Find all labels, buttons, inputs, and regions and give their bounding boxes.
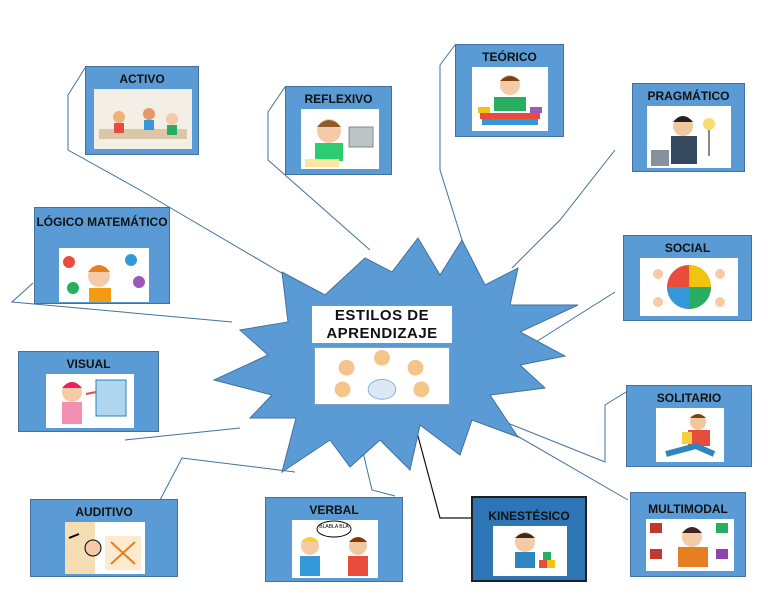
speech-bubble-text: BLABLA BLA — [319, 524, 349, 530]
center-title-line2: APRENDIZAJE — [326, 325, 438, 342]
multimodal-learning-image — [646, 519, 734, 571]
connector-verbal — [361, 447, 396, 497]
connector-kinestesico — [414, 424, 472, 519]
style-label: VERBAL — [309, 503, 359, 517]
children-playing-image — [94, 89, 192, 149]
connector-logico — [10, 282, 233, 323]
connector-auditivo — [159, 457, 296, 501]
style-box-social: SOCIAL — [623, 235, 752, 321]
style-label: LÓGICO MATEMÁTICO — [36, 215, 168, 229]
style-label: SOLITARIO — [656, 391, 722, 405]
connector-solitario — [479, 391, 627, 463]
style-box-activo: ACTIVO — [85, 66, 199, 155]
style-label: ACTIVO — [119, 72, 165, 86]
style-box-reflexivo: REFLEXIVO — [285, 86, 392, 175]
style-label: AUDITIVO — [75, 505, 133, 519]
center-title-line1: ESTILOS DE — [334, 307, 430, 324]
child-with-pictures-image — [46, 374, 134, 428]
ear-listening-image — [65, 522, 145, 574]
center-title: ESTILOS DE APRENDIZAJE — [312, 306, 452, 343]
puzzle-team-image — [640, 258, 738, 316]
style-box-solitario: SOLITARIO — [626, 385, 752, 467]
boy-thinking-image — [301, 109, 379, 169]
person-experimenting-image — [647, 106, 731, 168]
style-box-logico-matematico: LÓGICO MATEMÁTICO — [34, 207, 170, 304]
style-box-teorico: TEÓRICO — [455, 44, 564, 137]
child-building-blocks-image — [493, 526, 567, 576]
style-label: VISUAL — [66, 357, 111, 371]
style-box-auditivo: AUDITIVO — [30, 499, 178, 577]
connector-visual — [124, 427, 241, 441]
style-label: TEÓRICO — [482, 50, 537, 64]
connector-reflexivo — [267, 86, 371, 251]
style-box-kinestesico: KINESTÉSICO — [471, 496, 587, 582]
numbers-image — [59, 248, 149, 302]
connector-teorico — [439, 44, 463, 241]
style-label: PRAGMÁTICO — [647, 89, 730, 103]
senses-illustration — [314, 347, 450, 405]
style-box-pragmatico: PRAGMÁTICO — [632, 83, 745, 172]
style-box-visual: VISUAL — [18, 351, 159, 432]
style-label: REFLEXIVO — [304, 92, 373, 106]
connector-activo — [67, 67, 291, 279]
boy-reading-books-image — [472, 67, 548, 131]
style-label: MULTIMODAL — [648, 502, 728, 516]
connector-pragmatico — [511, 149, 616, 269]
style-box-multimodal: MULTIMODAL — [630, 492, 746, 577]
two-people-talking-image: BLABLA BLA — [292, 520, 378, 578]
style-label: SOCIAL — [664, 241, 711, 255]
style-label: KINESTÉSICO — [488, 509, 570, 523]
person-reading-alone-image — [656, 408, 724, 462]
style-box-verbal: VERBAL BLABLA BLA — [265, 497, 403, 582]
